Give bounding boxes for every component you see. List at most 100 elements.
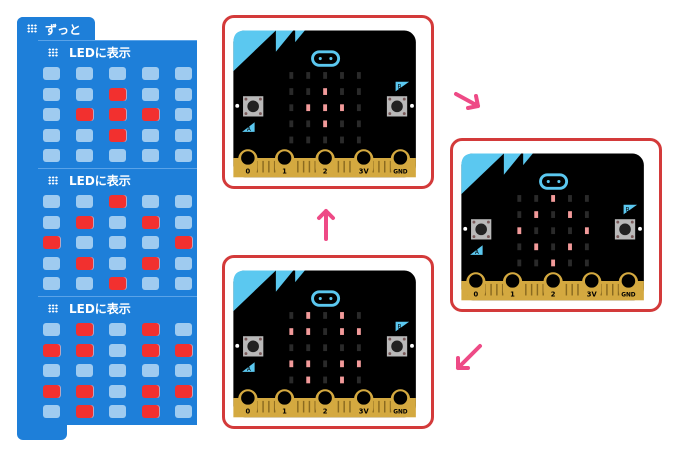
led-toggle-cell[interactable] <box>43 128 60 142</box>
led-toggle-cell[interactable] <box>76 108 93 121</box>
led-toggle-cell[interactable] <box>109 149 126 162</box>
led-toggle-cell[interactable] <box>175 256 192 270</box>
board-led <box>584 243 589 251</box>
led-toggle-cell[interactable] <box>43 256 60 270</box>
led-toggle-cell[interactable] <box>109 256 126 270</box>
board-led <box>551 227 556 235</box>
board-led <box>323 88 328 95</box>
led-toggle-cell[interactable] <box>109 323 126 336</box>
forever-block-header[interactable]: ずっと <box>17 17 95 41</box>
led-toggle-cell[interactable] <box>142 195 159 208</box>
led-toggle-cell[interactable] <box>43 215 60 229</box>
led-toggle-cell[interactable] <box>175 236 192 249</box>
led-toggle-cell[interactable] <box>43 405 60 418</box>
button-b-icon <box>386 336 408 357</box>
led-toggle-cell[interactable] <box>109 343 126 357</box>
led-toggle-cell[interactable] <box>76 405 93 418</box>
led-toggle-cell[interactable] <box>76 67 93 80</box>
led-toggle-cell[interactable] <box>142 108 159 121</box>
led-toggle-cell[interactable] <box>43 364 60 377</box>
led-toggle-cell[interactable] <box>142 67 159 80</box>
led-toggle-cell[interactable] <box>76 256 93 270</box>
led-toggle-cell[interactable] <box>109 128 126 142</box>
board-led <box>356 360 361 368</box>
led-toggle-cell[interactable] <box>76 236 93 249</box>
led-toggle-cell[interactable] <box>142 384 159 398</box>
pin-label: 0 <box>246 167 251 175</box>
board-led <box>356 312 361 319</box>
led-toggle-cell[interactable] <box>142 343 159 357</box>
led-toggle-cell[interactable] <box>109 277 126 290</box>
board-led <box>289 72 294 79</box>
led-toggle-cell[interactable] <box>109 405 126 418</box>
led-toggle-cell[interactable] <box>43 277 60 290</box>
led-toggle-cell[interactable] <box>175 405 192 418</box>
led-toggle-cell[interactable] <box>43 87 60 101</box>
led-toggle-cell[interactable] <box>175 323 192 336</box>
led-toggle-cell[interactable] <box>76 128 93 142</box>
led-toggle-cell[interactable] <box>142 87 159 101</box>
led-toggle-cell[interactable] <box>142 256 159 270</box>
led-toggle-cell[interactable] <box>142 149 159 162</box>
pin-1: 1 <box>502 272 523 301</box>
board-led <box>289 328 294 335</box>
led-toggle-cell[interactable] <box>109 108 126 121</box>
led-toggle-cell[interactable] <box>109 215 126 229</box>
board-led <box>551 195 556 202</box>
board-led <box>340 104 344 112</box>
board-corner-decoration <box>233 270 305 312</box>
led-toggle-cell[interactable] <box>175 87 192 101</box>
led-toggle-cell[interactable] <box>109 364 126 377</box>
led-toggle-cell[interactable] <box>43 108 60 121</box>
led-toggle-cell[interactable] <box>76 323 93 336</box>
show-leds-block[interactable]: LEDに表示 <box>38 296 197 425</box>
led-toggle-cell[interactable] <box>43 67 60 80</box>
led-toggle-cell[interactable] <box>76 149 93 162</box>
led-toggle-cell[interactable] <box>109 67 126 80</box>
led-toggle-cell[interactable] <box>175 343 192 357</box>
led-toggle-cell[interactable] <box>142 364 159 377</box>
led-toggle-cell[interactable] <box>109 87 126 101</box>
led-toggle-cell[interactable] <box>109 236 126 249</box>
led-toggle-cell[interactable] <box>43 384 60 398</box>
led-toggle-cell[interactable] <box>43 236 60 249</box>
led-toggle-cell[interactable] <box>175 128 192 142</box>
led-toggle-cell[interactable] <box>43 149 60 162</box>
led-toggle-cell[interactable] <box>175 195 192 208</box>
forever-label: ずっと <box>45 23 82 37</box>
led-toggle-cell[interactable] <box>109 384 126 398</box>
led-toggle-cell[interactable] <box>43 343 60 357</box>
led-toggle-cell[interactable] <box>175 108 192 121</box>
pin-2: 2 <box>543 272 563 301</box>
led-toggle-cell[interactable] <box>76 384 93 398</box>
board-led <box>517 195 522 202</box>
board-led <box>551 243 556 251</box>
led-toggle-cell[interactable] <box>175 215 192 229</box>
led-toggle-cell[interactable] <box>142 277 159 290</box>
led-toggle-cell[interactable] <box>76 277 93 290</box>
led-toggle-cell[interactable] <box>76 343 93 357</box>
led-toggle-cell[interactable] <box>76 215 93 229</box>
led-toggle-cell[interactable] <box>175 277 192 290</box>
led-toggle-cell[interactable] <box>43 323 60 336</box>
led-toggle-cell[interactable] <box>142 323 159 336</box>
led-toggle-cell[interactable] <box>175 67 192 80</box>
show-leds-block[interactable]: LEDに表示 <box>38 168 197 297</box>
led-toggle-cell[interactable] <box>76 364 93 377</box>
led-toggle-cell[interactable] <box>43 195 60 208</box>
microbit-board <box>233 30 416 178</box>
board-led <box>568 211 572 218</box>
led-toggle-cell[interactable] <box>76 195 93 208</box>
show-leds-block[interactable]: LEDに表示 <box>38 40 197 169</box>
led-toggle-cell[interactable] <box>109 195 126 208</box>
led-toggle-cell[interactable] <box>142 215 159 229</box>
led-toggle-cell[interactable] <box>175 384 192 398</box>
led-toggle-cell[interactable] <box>76 87 93 101</box>
led-toggle-cell[interactable] <box>175 149 192 162</box>
board-led <box>323 136 328 144</box>
led-toggle-cell[interactable] <box>142 405 159 418</box>
led-toggle-cell[interactable] <box>175 364 192 377</box>
microbit-logo-icon <box>539 173 569 190</box>
led-toggle-cell[interactable] <box>142 236 159 249</box>
led-toggle-cell[interactable] <box>142 128 159 142</box>
